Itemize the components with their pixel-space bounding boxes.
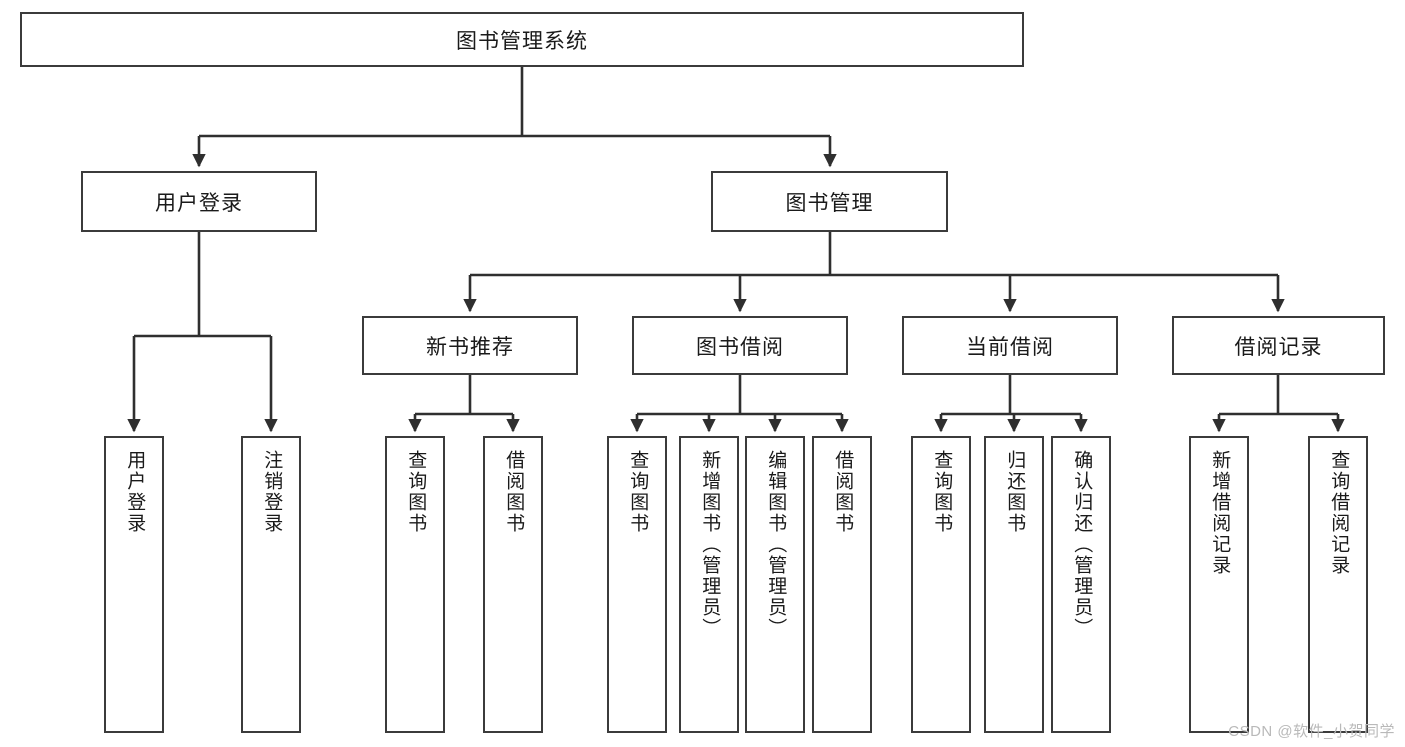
node-leaf-br-add-record[interactable]: 新增借阅记录 — [1189, 436, 1249, 733]
node-leaf-bb-add-book[interactable]: 新增图书（管理员） — [679, 436, 739, 733]
node-root[interactable]: 图书管理系统 — [20, 12, 1024, 67]
node-book-borrow-label: 图书借阅 — [696, 335, 784, 359]
node-leaf-cb-query-book[interactable]: 查询图书 — [911, 436, 971, 733]
node-leaf-bb-query-book-label: 查询图书 — [627, 450, 649, 534]
node-leaf-br-add-record-label: 新增借阅记录 — [1209, 450, 1231, 576]
node-new-book-rec-label: 新书推荐 — [426, 335, 514, 359]
node-leaf-bb-borrow-book-label: 借阅图书 — [832, 450, 854, 534]
node-leaf-br-query-record[interactable]: 查询借阅记录 — [1308, 436, 1368, 733]
node-leaf-cb-confirm-return[interactable]: 确认归还（管理员） — [1051, 436, 1111, 733]
node-leaf-cb-confirm-return-label: 确认归还（管理员） — [1071, 450, 1093, 639]
node-book-manage[interactable]: 图书管理 — [711, 171, 948, 232]
node-leaf-cb-query-book-label: 查询图书 — [931, 450, 953, 534]
node-current-borrow[interactable]: 当前借阅 — [902, 316, 1118, 375]
node-new-book-rec[interactable]: 新书推荐 — [362, 316, 578, 375]
node-user-login[interactable]: 用户登录 — [81, 171, 317, 232]
node-leaf-bb-add-book-label: 新增图书（管理员） — [699, 450, 721, 639]
node-leaf-user-logout-label: 注销登录 — [261, 450, 283, 534]
node-borrow-record[interactable]: 借阅记录 — [1172, 316, 1385, 375]
node-root-label: 图书管理系统 — [456, 29, 588, 53]
node-leaf-cb-return-book-label: 归还图书 — [1004, 450, 1026, 534]
node-book-manage-label: 图书管理 — [785, 191, 874, 215]
node-leaf-rec-borrow-book-label: 借阅图书 — [503, 450, 525, 534]
node-leaf-user-login[interactable]: 用户登录 — [104, 436, 164, 733]
node-borrow-record-label: 借阅记录 — [1234, 335, 1323, 359]
node-leaf-cb-return-book[interactable]: 归还图书 — [984, 436, 1044, 733]
node-leaf-bb-query-book[interactable]: 查询图书 — [607, 436, 667, 733]
node-user-login-label: 用户登录 — [155, 191, 243, 215]
node-current-borrow-label: 当前借阅 — [966, 335, 1054, 359]
node-leaf-bb-edit-book-label: 编辑图书（管理员） — [765, 450, 787, 639]
node-book-borrow[interactable]: 图书借阅 — [632, 316, 848, 375]
node-leaf-rec-query-book[interactable]: 查询图书 — [385, 436, 445, 733]
node-leaf-user-login-label: 用户登录 — [124, 450, 146, 534]
watermark: CSDN @软件_小贺同学 — [1228, 723, 1395, 740]
node-leaf-rec-borrow-book[interactable]: 借阅图书 — [483, 436, 543, 733]
node-leaf-br-query-record-label: 查询借阅记录 — [1328, 450, 1350, 576]
node-leaf-bb-borrow-book[interactable]: 借阅图书 — [812, 436, 872, 733]
node-leaf-bb-edit-book[interactable]: 编辑图书（管理员） — [745, 436, 805, 733]
node-leaf-rec-query-book-label: 查询图书 — [405, 450, 427, 534]
node-leaf-user-logout[interactable]: 注销登录 — [241, 436, 301, 733]
